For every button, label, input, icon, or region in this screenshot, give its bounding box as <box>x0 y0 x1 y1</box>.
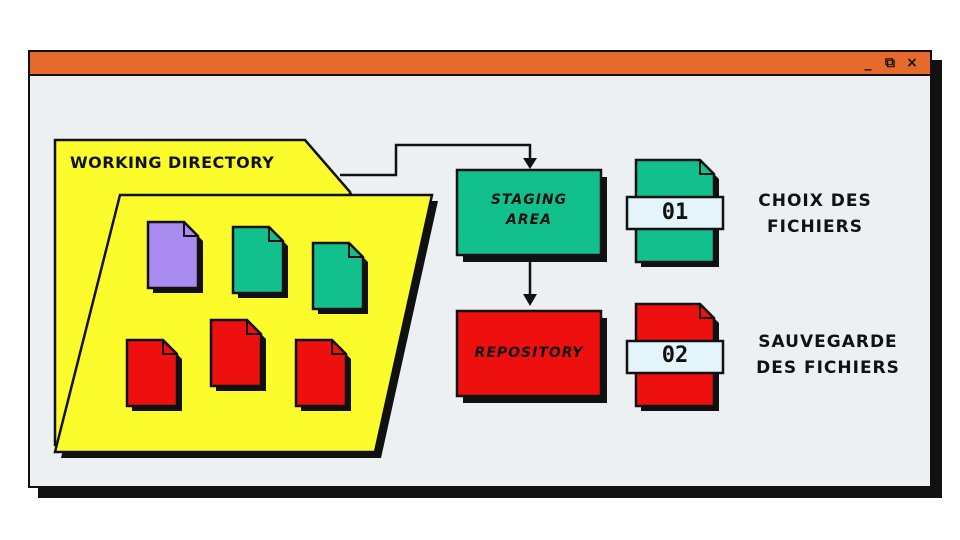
step-2-line1: SAUVEGARDE <box>758 332 898 352</box>
repository-box <box>455 309 607 403</box>
staging-area-label: STAGING AREA <box>457 190 601 230</box>
step-1-line2: FICHIERS <box>767 217 863 237</box>
arrow-working-to-staging <box>340 143 532 177</box>
working-directory-label: WORKING DIRECTORY <box>70 153 274 172</box>
arrow-head-icon <box>523 294 537 306</box>
step-number-02: 02 <box>661 343 689 368</box>
step-1-line1: CHOIX DES <box>758 191 872 211</box>
step-number-01: 01 <box>661 200 689 225</box>
close-button[interactable]: × <box>906 55 918 71</box>
arrow-head-icon <box>523 158 537 169</box>
file-icon <box>231 225 288 298</box>
restore-button[interactable]: ⧉ <box>885 55 895 71</box>
working-directory-folder: WORKING DIRECTORY <box>53 138 438 458</box>
repository-label: REPOSITORY <box>474 345 584 361</box>
step-number-tag <box>625 195 725 231</box>
staging-area-box <box>455 168 607 262</box>
file-icon <box>311 241 368 314</box>
file-icon <box>125 338 182 411</box>
staging-area-line1: STAGING <box>490 192 568 208</box>
file-icon <box>209 318 266 391</box>
step-2-line2: DES FICHIERS <box>756 358 900 378</box>
steps-group <box>625 158 725 411</box>
staging-area-line2: AREA <box>505 212 552 228</box>
files-group <box>125 220 368 411</box>
step-1-description: CHOIX DES FICHIERS <box>750 188 880 240</box>
title-bar: _ ⧉ × <box>30 52 930 76</box>
step-number-tag <box>625 339 725 375</box>
file-icon <box>294 338 351 411</box>
file-icon <box>146 220 203 293</box>
minimize-button[interactable]: _ <box>864 55 872 71</box>
step-2-description: SAUVEGARDE DES FICHIERS <box>748 329 908 381</box>
